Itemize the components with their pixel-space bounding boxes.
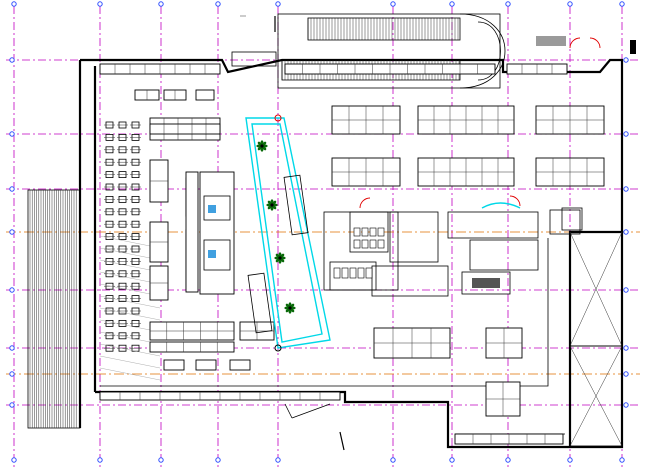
escalator-icon: [281, 17, 461, 81]
toilet-fixture-icon: [377, 239, 385, 249]
toilet-fixture-icon: [353, 239, 361, 249]
column-grid-bubble-icon: [623, 229, 629, 235]
hatch-line: [99, 355, 161, 369]
plant-leaf: [280, 253, 285, 258]
column-grid-bubble-icon: [623, 186, 629, 192]
toilet-fixture-icon: [361, 227, 369, 237]
toilet-fixture-icon: [349, 267, 357, 279]
column-grid-bubble-icon: [9, 131, 15, 137]
column-grid-bubble-icon: [9, 345, 15, 351]
plant-icon: [256, 140, 296, 314]
column-grid-bubble-icon: [11, 1, 17, 7]
toilet-fixture-icon: [369, 239, 377, 249]
entrance-doors: [536, 36, 636, 54]
column-grid-bubble-icon: [623, 131, 629, 137]
column-grid-bubble-icon: [97, 1, 103, 7]
column-grid-bubble-icon: [623, 287, 629, 293]
column-grid-bubbles: [9, 1, 629, 463]
atrium-glass-wall: [245, 114, 331, 352]
column-grid-bubble-icon: [567, 457, 573, 463]
toilet-fixture-icon: [353, 227, 361, 237]
toilet-fixture-icon: [333, 227, 500, 288]
toilet-fixture-icon: [333, 267, 341, 279]
column-grid-bubble-icon: [11, 457, 17, 463]
column-grid-bubble-icon: [9, 371, 15, 377]
column-grid-bubble-icon: [449, 1, 455, 7]
escalator-group: [231, 13, 506, 89]
misc-annotations: [240, 15, 345, 451]
shelf-unit: [163, 359, 185, 371]
toilet-fixture-icon: [341, 267, 349, 279]
column-grid-bubble-icon: [623, 371, 629, 377]
column-grid-bubble-icon: [215, 457, 221, 463]
column-grid-bubble-icon: [505, 1, 511, 7]
column-grid-bubble-icon: [97, 457, 103, 463]
plant-icon: [270, 203, 274, 207]
column-grid-bubble-icon: [567, 1, 573, 7]
shelf-unit: [229, 359, 251, 371]
shelf-unit: [149, 123, 221, 135]
stair-icon: [27, 189, 81, 429]
toilet-fixture-icon: [369, 227, 377, 237]
column-grid-bubble-icon: [215, 1, 221, 7]
plant-leaf: [272, 200, 277, 205]
plant-leaf: [290, 303, 295, 308]
counter-fixture: [472, 278, 500, 288]
hatch-line: [99, 367, 161, 381]
column-grid-bubble-icon: [9, 186, 15, 192]
shelf-unit: [195, 89, 215, 101]
plant-icon: [288, 306, 292, 310]
column-grid-bubble-icon: [275, 1, 281, 7]
shelving-units: [99, 63, 605, 445]
hatch-line: [99, 343, 161, 357]
column-grid-bubble-icon: [619, 457, 625, 463]
column-grid-bubble-icon: [9, 57, 15, 63]
column-grid-bubble-icon: [9, 229, 15, 235]
kiosk-blocks: [185, 171, 235, 295]
column-grid-bubble-icon: [619, 1, 625, 7]
shelf-unit: [195, 359, 217, 371]
column-grid-bubble-icon: [505, 457, 511, 463]
toilet-fixture-icon: [377, 227, 385, 237]
column-grid-bubble-icon: [390, 457, 396, 463]
plant-leaf: [262, 141, 267, 146]
service-core-washrooms: [323, 195, 581, 297]
plant-icon: [278, 256, 282, 260]
toilet-fixture-icon: [361, 239, 369, 249]
plant-icon: [260, 144, 264, 148]
column-grid-bubble-icon: [623, 402, 629, 408]
column-grid-bubble-icon: [275, 457, 281, 463]
escalator-upper: [307, 17, 461, 41]
column-grid-bubble-icon: [623, 57, 629, 63]
column-grid-bubble-icon: [623, 345, 629, 351]
column-grid-bubble-icon: [449, 457, 455, 463]
column-grid-bubble-icon: [9, 287, 15, 293]
toilet-fixture-icon: [365, 267, 373, 279]
column-grid-bubble-icon: [158, 457, 164, 463]
stair-shaft: [561, 207, 623, 447]
toilet-fixture-icon: [357, 267, 365, 279]
column-grid-bubble-icon: [9, 402, 15, 408]
shelf-unit: [149, 341, 235, 353]
column-grid-bubble-icon: [158, 1, 164, 7]
column-grid-bubble-icon: [390, 1, 396, 7]
hatch-line: [99, 307, 161, 321]
hatch-line: [99, 295, 161, 309]
